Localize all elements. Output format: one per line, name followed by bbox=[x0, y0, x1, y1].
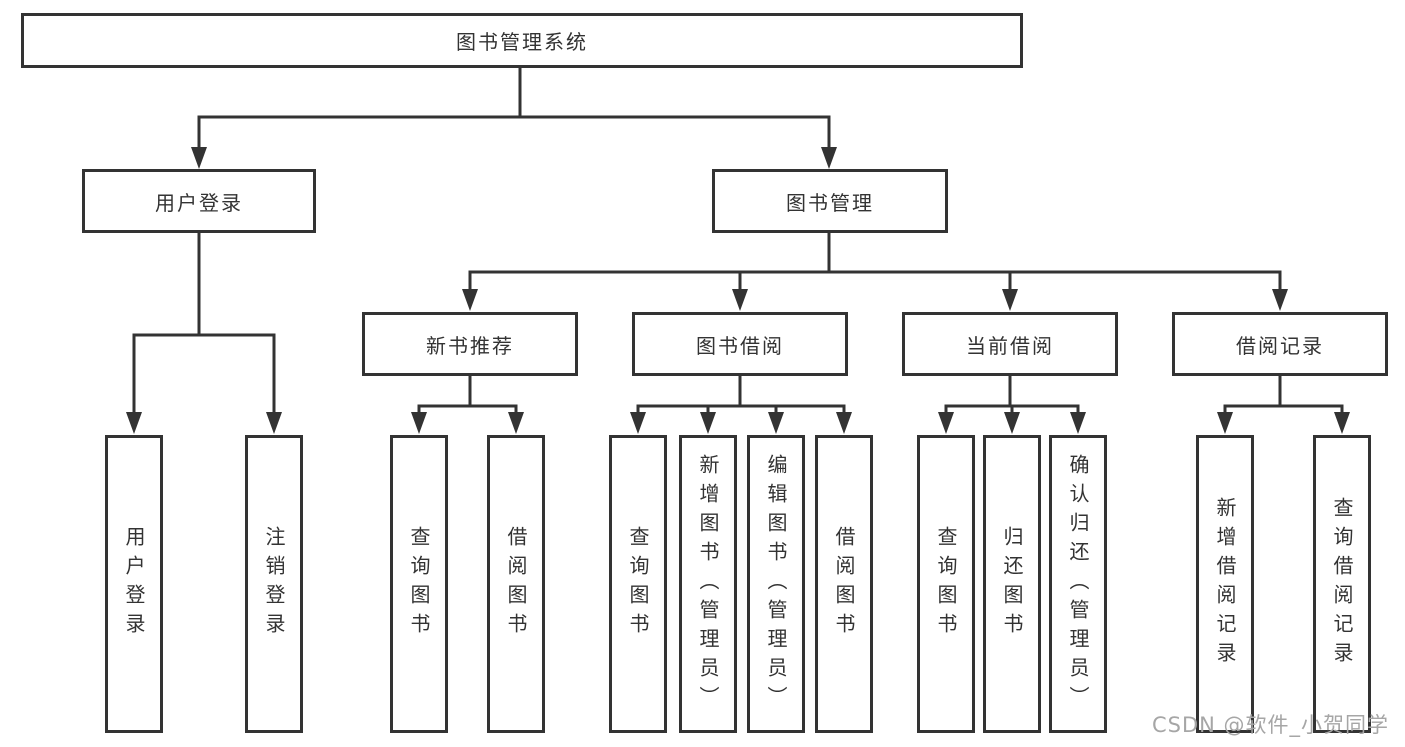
node-label: 查询借阅记录 bbox=[1330, 497, 1354, 671]
arrowheads bbox=[126, 147, 1350, 434]
node-library-management-system: 图书管理系统 bbox=[21, 13, 1023, 68]
node-label: 编辑图书（管理员） bbox=[764, 453, 788, 715]
leaf-newbook-borrow-book: 借阅图书 bbox=[487, 435, 545, 733]
node-label: 借阅记录 bbox=[1236, 333, 1324, 358]
node-label: 查询图书 bbox=[407, 526, 431, 642]
node-borrowing-records: 借阅记录 bbox=[1172, 312, 1388, 376]
leaf-borrowing-borrow-book: 借阅图书 bbox=[815, 435, 873, 733]
csdn-watermark: CSDN @软件_小贺同学 bbox=[1152, 713, 1390, 737]
leaf-current-query-book: 查询图书 bbox=[917, 435, 975, 733]
node-label: 注销登录 bbox=[262, 526, 286, 642]
node-user-login: 用户登录 bbox=[82, 169, 316, 233]
node-label: 借阅图书 bbox=[832, 526, 856, 642]
leaf-borrowing-edit-book-admin: 编辑图书（管理员） bbox=[747, 435, 805, 733]
node-book-borrowing: 图书借阅 bbox=[632, 312, 848, 376]
leaf-current-return-book: 归还图书 bbox=[983, 435, 1041, 733]
node-label: 用户登录 bbox=[155, 190, 243, 215]
leaf-borrowing-query-book: 查询图书 bbox=[609, 435, 667, 733]
leaf-records-add-record: 新增借阅记录 bbox=[1196, 435, 1254, 733]
leaf-newbook-query-book: 查询图书 bbox=[390, 435, 448, 733]
node-label: 新书推荐 bbox=[426, 333, 514, 358]
leaf-user-login: 用户登录 bbox=[105, 435, 163, 733]
node-label: 图书管理 bbox=[786, 190, 874, 215]
node-book-management: 图书管理 bbox=[712, 169, 948, 233]
node-label: 当前借阅 bbox=[966, 333, 1054, 358]
leaf-records-query-record: 查询借阅记录 bbox=[1313, 435, 1371, 733]
node-current-borrowing: 当前借阅 bbox=[902, 312, 1118, 376]
node-label: 查询图书 bbox=[934, 526, 958, 642]
node-label: 查询图书 bbox=[626, 526, 650, 642]
node-label: 图书借阅 bbox=[696, 333, 784, 358]
node-label: 归还图书 bbox=[1000, 526, 1024, 642]
leaf-current-confirm-return-admin: 确认归还（管理员） bbox=[1049, 435, 1107, 733]
node-new-book-recommend: 新书推荐 bbox=[362, 312, 578, 376]
node-label: 新增借阅记录 bbox=[1213, 497, 1237, 671]
node-label: 确认归还（管理员） bbox=[1066, 453, 1090, 715]
node-label: 用户登录 bbox=[122, 526, 146, 642]
node-label: 图书管理系统 bbox=[456, 30, 588, 54]
leaf-borrowing-add-book-admin: 新增图书（管理员） bbox=[679, 435, 737, 733]
leaf-logout: 注销登录 bbox=[245, 435, 303, 733]
node-label: 新增图书（管理员） bbox=[696, 453, 720, 715]
node-label: 借阅图书 bbox=[504, 526, 528, 642]
